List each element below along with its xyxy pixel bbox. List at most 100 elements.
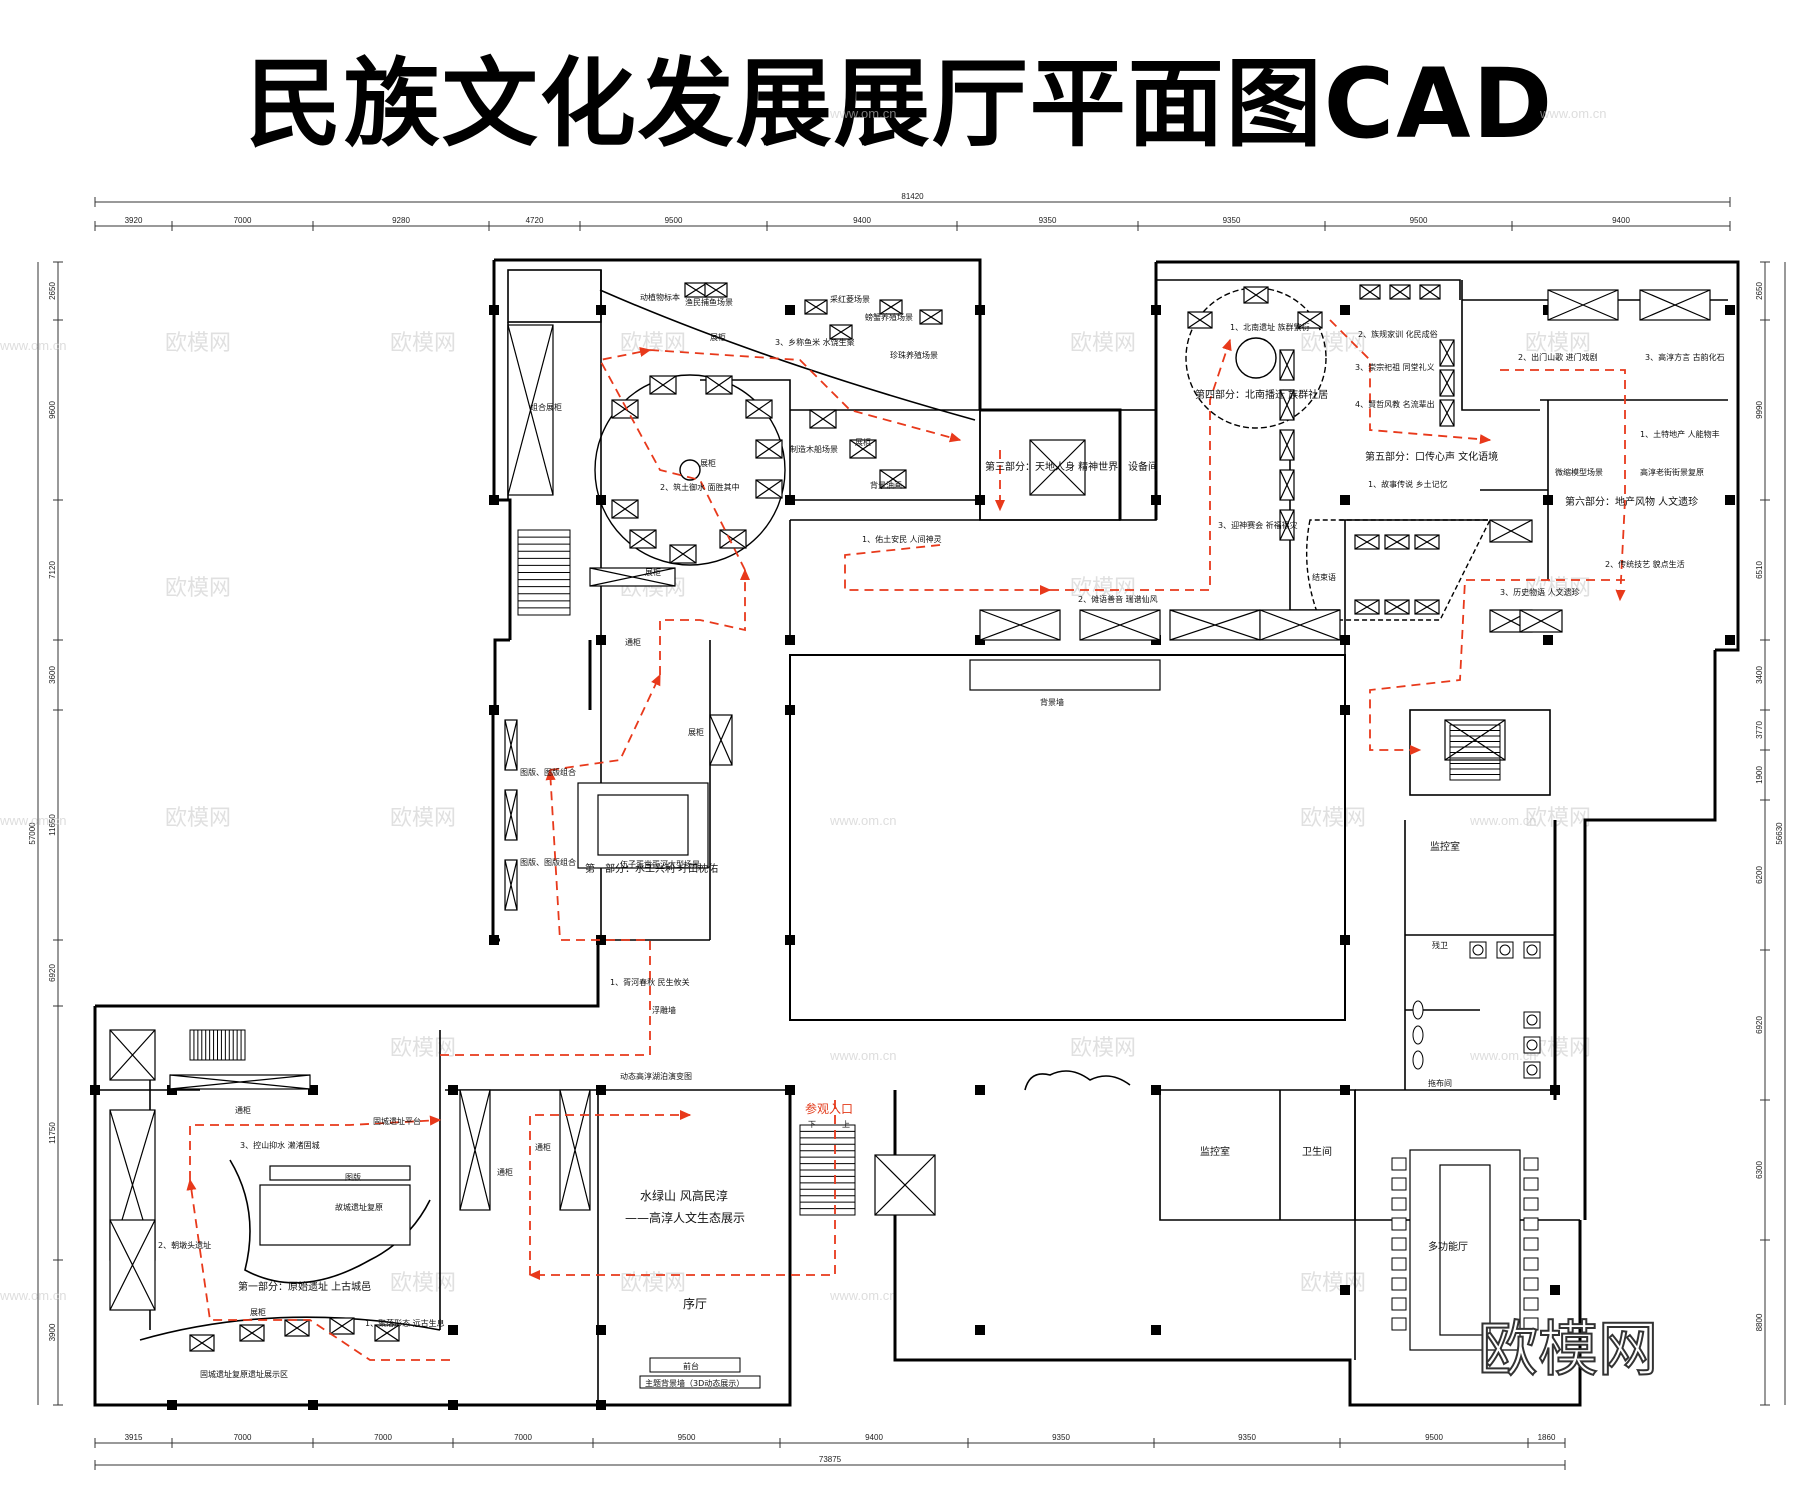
label-cabinet-5: 展柜 <box>688 727 704 737</box>
ruins-model <box>259 1184 411 1246</box>
item-b1: 1、胥河春秋 民生攸关 <box>610 977 690 987</box>
column <box>596 935 606 945</box>
column <box>596 1325 606 1335</box>
tour-route <box>186 319 1626 1361</box>
round-exhibit-halls <box>594 287 1492 621</box>
chair <box>1391 1317 1407 1331</box>
chair <box>1391 1237 1407 1251</box>
dim-right-1: 9990 <box>1755 401 1764 419</box>
label-cabinet-4: 展柜 <box>855 437 871 447</box>
structural-columns <box>90 305 1735 1410</box>
column <box>1340 935 1350 945</box>
column <box>1725 635 1735 645</box>
dim-top-0: 3920 <box>125 216 143 225</box>
item-a1: 1、聚落形态 远古生息 <box>365 1318 445 1328</box>
column <box>1151 495 1161 505</box>
column <box>1151 1085 1161 1095</box>
watermark-text: 欧模网 <box>1525 331 1591 356</box>
label-relief: 浮雕墙 <box>652 1005 676 1015</box>
dim-bottom-0: 3915 <box>125 1433 143 1442</box>
chair <box>1391 1217 1407 1231</box>
dim-top-4: 9500 <box>665 216 683 225</box>
label-gucheng: 故城遗址复原 <box>335 1202 383 1212</box>
dim-right-2: 6510 <box>1755 561 1764 579</box>
dim-right-3: 3400 <box>1755 666 1764 684</box>
room-label-monitor-east: 监控室 <box>1430 840 1460 853</box>
column <box>1550 1285 1560 1295</box>
column <box>90 1085 100 1095</box>
label-cabinet-3: 展柜 <box>710 332 726 342</box>
dim-bottom-9: 1860 <box>1538 1433 1556 1442</box>
lobby-theme-subtitle: ——高淳人文生态展示 <box>625 1210 745 1225</box>
item-d4: 4、賢哲风教 名流辈出 <box>1355 399 1435 409</box>
column <box>167 1400 177 1410</box>
item-b4: 伍子胥凿胥河大型场景 <box>620 859 700 869</box>
label-combo-cabinet: 组合展柜 <box>530 402 562 412</box>
column <box>489 705 499 715</box>
watermark-text: 欧模网 <box>165 576 231 601</box>
dim-right-9: 8800 <box>1755 1313 1764 1331</box>
chair <box>1391 1157 1407 1171</box>
label-cabinet-1: 展柜 <box>700 458 716 468</box>
dim-right-total: 56630 <box>1775 822 1784 845</box>
label-scene-boat: 制造木船场景 <box>790 444 838 454</box>
section-label-4: 第四部分：北南播迁 族群社居 <box>1195 388 1328 401</box>
column <box>489 305 499 315</box>
column <box>1340 1085 1350 1095</box>
column <box>489 495 499 505</box>
dim-bottom-total: 73875 <box>819 1455 842 1464</box>
column <box>1151 305 1161 315</box>
item-b3: 3、乡称鱼米 水饶生聚 <box>775 337 855 347</box>
column <box>785 935 795 945</box>
back-wall-box <box>969 659 1161 691</box>
label-corridor-cabinet-3: 通柜 <box>497 1167 513 1177</box>
room-label-accessible-wc: 残卫 <box>1432 940 1448 950</box>
dim-right-8: 6300 <box>1755 1161 1764 1179</box>
urinal <box>1412 1025 1424 1045</box>
column <box>596 305 606 315</box>
stairs <box>189 529 1501 1216</box>
front-desk-label: 前台 <box>683 1361 699 1371</box>
dim-top-6: 9350 <box>1039 216 1057 225</box>
column <box>1340 705 1350 715</box>
watermark-url: www.om.cn <box>829 813 896 828</box>
column <box>448 1325 458 1335</box>
label-scene-lotus: 采红菱场景 <box>830 294 870 304</box>
watermark-url: www.om.cn <box>0 1288 66 1303</box>
column <box>1340 495 1350 505</box>
item-c1: 1、佑土安民 人间神灵 <box>862 534 942 544</box>
room-label-equipment: 设备间 <box>1128 460 1158 473</box>
dim-bottom-6: 9350 <box>1052 1433 1070 1442</box>
chair <box>1391 1257 1407 1271</box>
dim-top-8: 9500 <box>1410 216 1428 225</box>
column <box>785 705 795 715</box>
dim-bottom-1: 7000 <box>234 1433 252 1442</box>
item-e1: 1、故事传说 乡土记忆 <box>1368 479 1448 489</box>
label-animals: 动植物标本 <box>640 292 680 302</box>
watermark-url: www.om.cn <box>0 338 66 353</box>
column <box>596 1085 606 1095</box>
item-e3: 3、高淳方言 古韵化石 <box>1645 352 1725 362</box>
item-d2: 2、族规家训 化民成俗 <box>1358 329 1438 339</box>
item-d1: 1、北南遗址 族群繁衍 <box>1230 322 1310 332</box>
dim-left-3: 3600 <box>48 666 57 684</box>
panel-board <box>269 1165 411 1181</box>
chair <box>1391 1297 1407 1311</box>
chair <box>1523 1317 1539 1331</box>
room-label-multi-hall: 多功能厅 <box>1428 1240 1468 1253</box>
label-scene-fish: 渔民捕鱼场景 <box>685 297 733 307</box>
column <box>448 1400 458 1410</box>
chair <box>1523 1177 1539 1191</box>
watermark-logo: 欧模网 <box>1478 1315 1658 1385</box>
dim-bottom-5: 9400 <box>865 1433 883 1442</box>
column <box>1151 1325 1161 1335</box>
entrance-label: 参观入口 <box>805 1101 853 1116</box>
dim-top-3: 4720 <box>526 216 544 225</box>
page-title: 民族文化发展展厅平面图CAD <box>245 48 1555 160</box>
watermark-text: 欧模网 <box>390 1036 456 1061</box>
chair <box>1523 1197 1539 1211</box>
dim-left-7: 3900 <box>48 1323 57 1341</box>
dim-right-5: 1900 <box>1755 766 1764 784</box>
watermark-text: 欧模网 <box>1300 806 1366 831</box>
watermark-text: 欧模网 <box>1525 806 1591 831</box>
